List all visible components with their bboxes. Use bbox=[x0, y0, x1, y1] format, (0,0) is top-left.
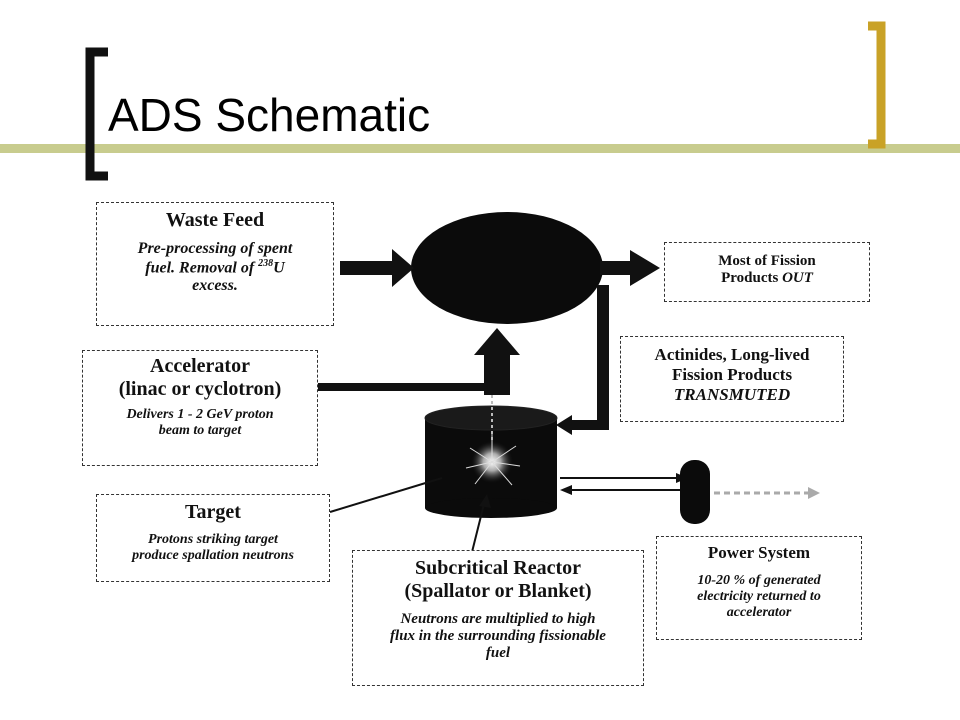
waste-feed-box: Waste Feed Pre-processing of spent fuel.… bbox=[96, 202, 334, 326]
power-title: Power System bbox=[707, 543, 811, 562]
fission-out-text-2b: OUT bbox=[782, 270, 813, 286]
reactor-text-3: fuel bbox=[485, 645, 511, 661]
actinides-box: Actinides, Long-lived Fission Products T… bbox=[620, 336, 844, 422]
recycle-arrowhead bbox=[556, 415, 572, 435]
fission-out-arrow bbox=[600, 250, 660, 286]
right-bracket bbox=[868, 21, 886, 149]
waste-feed-title: Waste Feed bbox=[165, 209, 265, 231]
accelerator-title-1: Accelerator bbox=[150, 355, 250, 377]
reactor-text-1: Neutrons are multiplied to high bbox=[400, 611, 596, 627]
fission-out-box: Most of Fission Products OUT bbox=[664, 242, 870, 302]
generator bbox=[680, 460, 710, 524]
reactor-top bbox=[424, 405, 558, 431]
fission-out-text-2: Products OUT bbox=[665, 270, 869, 287]
power-arrowhead-left bbox=[560, 485, 572, 495]
left-bracket bbox=[85, 47, 108, 181]
title-decoration bbox=[0, 21, 960, 181]
target-box: Target Protons striking target produce s… bbox=[96, 494, 330, 582]
recycle-horizontal bbox=[570, 420, 609, 430]
target-title: Target bbox=[185, 501, 241, 523]
power-text-1: 10-20 % of generated bbox=[697, 573, 821, 588]
waste-feed-text-3: excess. bbox=[192, 277, 238, 295]
target-pointer bbox=[329, 477, 443, 513]
waste-feed-isotope: 238 bbox=[258, 258, 274, 269]
waste-feed-text-2b: U bbox=[273, 259, 285, 277]
power-text-2: electricity returned to bbox=[697, 589, 821, 604]
waste-feed-text-2: fuel. Removal of 238U bbox=[97, 258, 333, 277]
accelerator-box: Accelerator (linac or cyclotron) Deliver… bbox=[82, 350, 318, 466]
page-title: ADS Schematic bbox=[108, 89, 431, 141]
fission-out-text-2a: Products bbox=[721, 270, 783, 286]
target-text-1: Protons striking target bbox=[148, 532, 278, 547]
reactor-pointer bbox=[471, 499, 486, 553]
accelerator-text-2: beam to target bbox=[158, 423, 242, 438]
reactor-title-1: Subcritical Reactor bbox=[414, 557, 582, 579]
reactor-pointer-head bbox=[479, 494, 491, 508]
reactor-box: Subcritical Reactor (Spallator or Blanke… bbox=[352, 550, 644, 686]
power-box: Power System 10-20 % of generated electr… bbox=[656, 536, 862, 640]
power-text-3: accelerator bbox=[726, 605, 792, 620]
target-text-2: produce spallation neutrons bbox=[132, 548, 294, 563]
title-rule bbox=[0, 144, 960, 153]
recycle-vertical bbox=[597, 285, 609, 430]
reactor-text-2: flux in the surrounding fissionable bbox=[390, 628, 606, 644]
up-arrow bbox=[474, 328, 520, 395]
reactor-title-2: (Spallator or Blanket) bbox=[404, 580, 592, 602]
accelerator-text-1: Delivers 1 - 2 GeV proton bbox=[126, 407, 274, 422]
waste-feed-arrow bbox=[340, 249, 414, 287]
separation-unit bbox=[411, 212, 603, 324]
fission-out-text-1: Most of Fission bbox=[718, 253, 816, 269]
grid-output-arrowhead bbox=[808, 487, 820, 499]
proton-beam-line bbox=[316, 383, 500, 391]
spallation-rays bbox=[465, 432, 521, 486]
actinides-text-2: Fission Products bbox=[671, 365, 793, 384]
waste-feed-text-2a: fuel. Removal of bbox=[145, 259, 259, 277]
waste-feed-text-1: Pre-processing of spent bbox=[137, 240, 293, 257]
accelerator-title-2: (linac or cyclotron) bbox=[118, 378, 282, 400]
actinides-text-1: Actinides, Long-lived bbox=[654, 345, 810, 364]
actinides-text-3: TRANSMUTED bbox=[673, 385, 791, 404]
